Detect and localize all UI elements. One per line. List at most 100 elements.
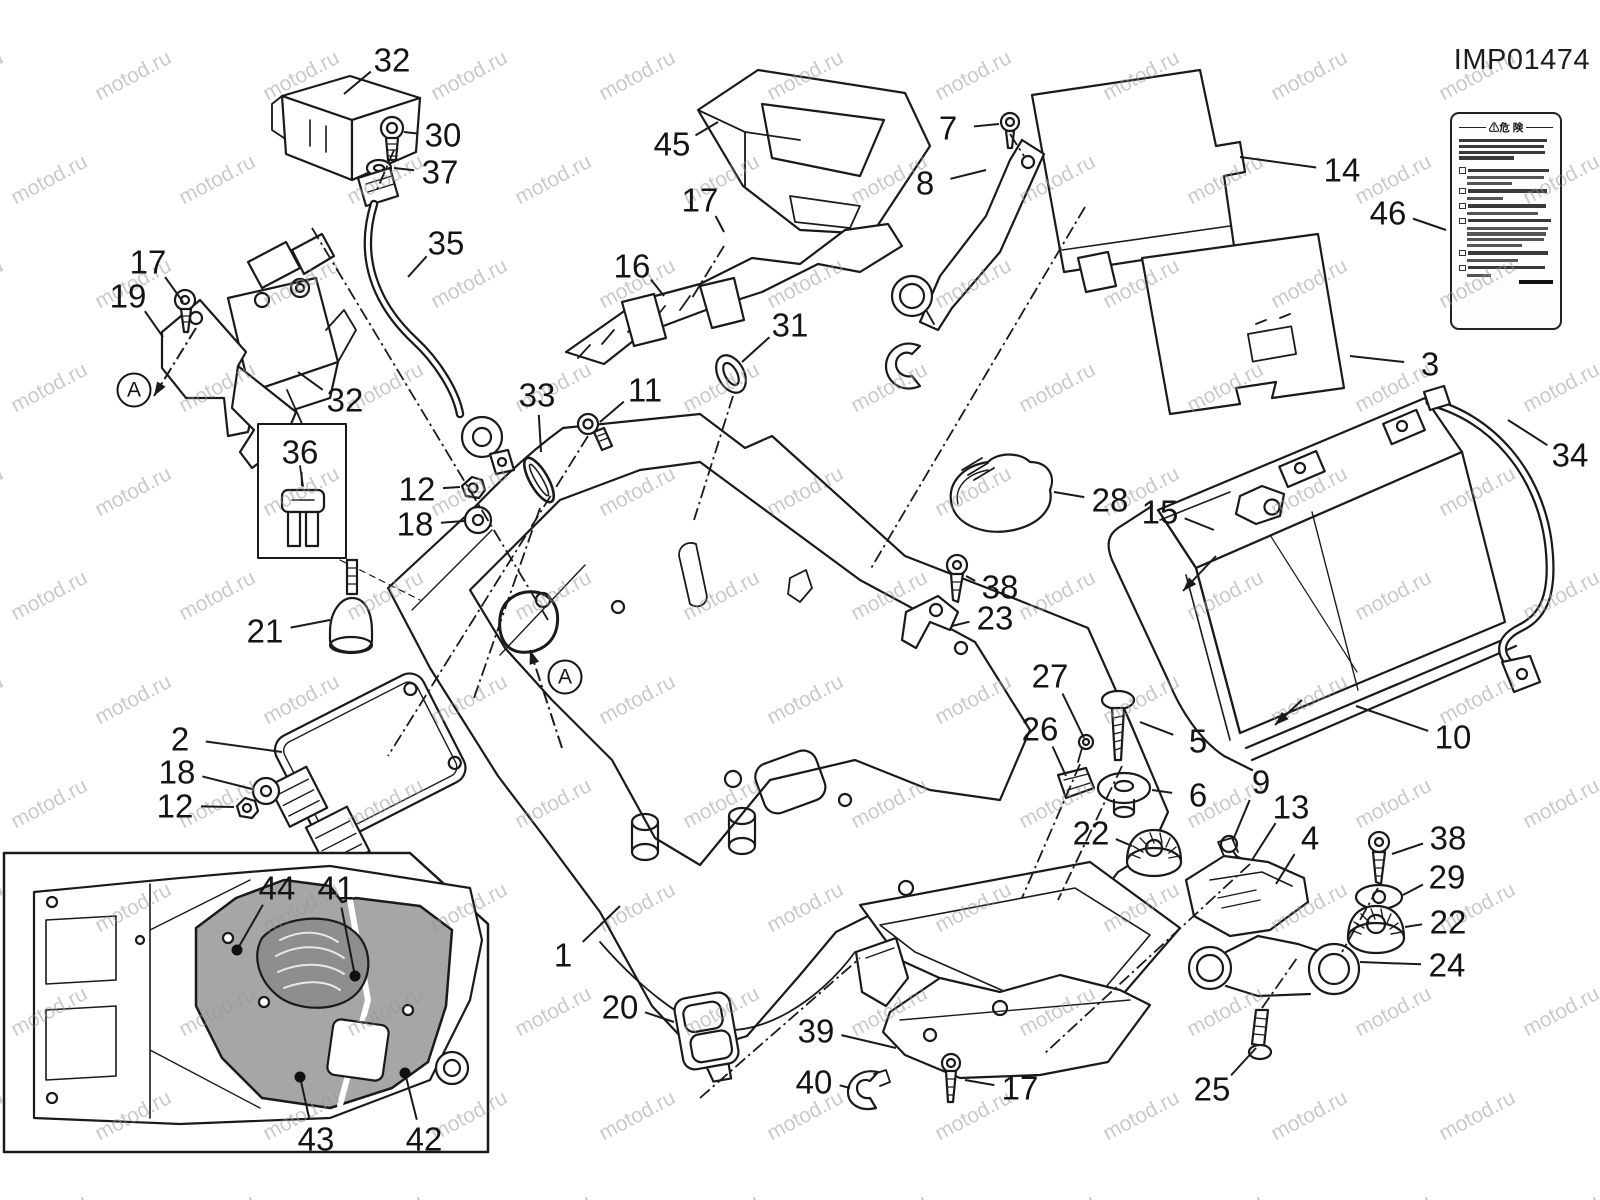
axis-line-3 xyxy=(691,245,725,299)
leader-line-22 xyxy=(1404,923,1423,928)
part-undertray xyxy=(339,412,1182,1054)
leader-line-39 xyxy=(841,1034,897,1049)
leader-line-38 xyxy=(965,575,976,582)
leader-line-19 xyxy=(144,310,164,338)
axis-line-6 xyxy=(1057,765,1123,901)
part-3-cover xyxy=(1140,232,1346,416)
warning-text-line xyxy=(1459,249,1553,257)
leader-line-17 xyxy=(164,276,184,303)
leader-line-26 xyxy=(1051,746,1067,777)
part-12-nut-a xyxy=(460,475,487,500)
arrow-head xyxy=(1275,711,1289,725)
part-39-heat-guard xyxy=(881,973,1152,1080)
warning-label-signature xyxy=(1459,279,1553,284)
axis-line-11 xyxy=(699,957,861,1099)
leader-line-5 xyxy=(1139,721,1174,736)
leader-line-18 xyxy=(440,520,465,524)
axis-line-2 xyxy=(473,507,541,699)
leader-line-44 xyxy=(236,904,264,951)
part-14-battery-cover xyxy=(1030,68,1247,294)
part-30-bolt xyxy=(379,115,405,162)
warning-text-line xyxy=(1459,211,1553,215)
part-35-cable xyxy=(356,166,516,476)
leader-line-9 xyxy=(1232,799,1251,841)
part-40-clip xyxy=(846,1069,891,1111)
leader-line-13 xyxy=(1251,822,1277,861)
part-28-rubber-pad xyxy=(949,453,1054,533)
leader-line-1 xyxy=(582,905,621,943)
axis-line-13 xyxy=(1009,133,1025,157)
axis-line-12 xyxy=(375,149,395,193)
part-34-battery-cable xyxy=(1422,384,1555,694)
warning-text-line xyxy=(1459,217,1553,225)
axis-line-9 xyxy=(1261,957,1298,1009)
warning-text-line xyxy=(1459,264,1553,272)
part-24-bracket xyxy=(1187,934,1361,998)
leader-line-42 xyxy=(404,1072,418,1121)
leader-line-32 xyxy=(343,70,372,95)
part-12-nut-b xyxy=(235,796,260,820)
warning-text-line xyxy=(1459,167,1553,174)
part-23-bracket xyxy=(900,594,960,650)
part-20-lamp xyxy=(673,991,740,1083)
leader-line-18 xyxy=(202,775,253,790)
arrow-head xyxy=(154,381,166,396)
part-45-bracket xyxy=(696,68,932,236)
leader-line-17 xyxy=(964,1079,995,1087)
leader-line-30 xyxy=(403,131,418,135)
leader-line-45 xyxy=(694,121,719,137)
direction-arrow xyxy=(529,649,563,749)
warning-text-line xyxy=(1459,176,1553,180)
warning-text-line xyxy=(1459,232,1553,236)
leader-line-24 xyxy=(1359,961,1422,966)
arrow-head xyxy=(529,650,540,665)
leader-line-12 xyxy=(442,486,461,490)
part-38-screw-a xyxy=(945,553,969,604)
leader-line-37 xyxy=(393,167,415,172)
part-5-screw xyxy=(1100,689,1136,762)
warning-text-line xyxy=(1459,144,1553,148)
leader-line-38 xyxy=(1391,842,1424,855)
leader-line-32 xyxy=(297,371,324,391)
warning-text-line xyxy=(1459,182,1553,186)
warning-text-line xyxy=(1459,273,1553,277)
warning-text-line xyxy=(1459,202,1553,210)
warning-text-line xyxy=(1459,156,1553,160)
leader-line-40 xyxy=(839,1084,851,1089)
part-2-ecu xyxy=(267,672,467,874)
battery-warning-label: ⚠危 険 xyxy=(1450,112,1562,330)
arrow-head xyxy=(1183,577,1197,591)
part-battery-assembly xyxy=(1156,396,1507,735)
leader-line-27 xyxy=(1061,693,1085,739)
leader-line-22 xyxy=(1115,838,1133,847)
part-15-battery-holder xyxy=(1107,484,1518,772)
warning-label-text xyxy=(1459,139,1553,284)
warning-text-line xyxy=(1459,139,1553,143)
leader-line-6 xyxy=(1151,789,1173,794)
warning-title: ⚠危 険 xyxy=(1488,122,1524,134)
leader-line-11 xyxy=(599,400,625,423)
part-17-screw-a xyxy=(173,288,197,334)
axis-line-4 xyxy=(693,395,734,521)
axis-line-10 xyxy=(1043,863,1251,1055)
leader-line-17 xyxy=(714,215,725,233)
leader-line-23 xyxy=(951,620,970,627)
warning-text-line xyxy=(1459,238,1553,242)
part-18-washer-b xyxy=(251,776,281,806)
leader-line-20 xyxy=(644,1011,675,1023)
part-41-cover xyxy=(256,917,370,1009)
part-4-bracket xyxy=(1184,837,1310,938)
part-25-screw xyxy=(1247,1008,1273,1061)
leader-dot-42 xyxy=(399,1067,411,1079)
leader-line-34 xyxy=(1507,419,1548,447)
leader-line-14 xyxy=(1239,156,1317,169)
leader-dot-41 xyxy=(349,970,361,982)
part-33-slider xyxy=(522,456,556,504)
leader-line-10 xyxy=(1355,705,1429,732)
warning-text-line xyxy=(1459,226,1553,230)
inset-detail-view xyxy=(2,851,490,1154)
part-22-damper-b xyxy=(1346,904,1406,955)
leader-line-21 xyxy=(290,619,331,629)
